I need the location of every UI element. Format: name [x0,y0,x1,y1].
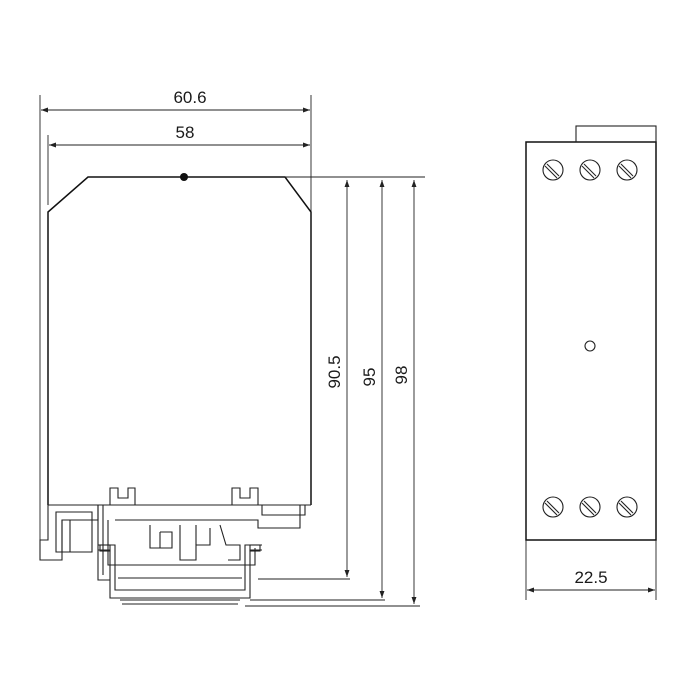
din-rail-clip-icon [39,487,311,605]
side-top-label-tab [575,125,657,143]
bottom-terminal-row [542,496,638,518]
screw-terminal-icon [579,159,601,181]
screw-terminal-icon [616,496,638,518]
dimension-label-height-mid: 95 [360,368,379,387]
side-view: 22.5 [525,125,657,600]
screw-terminal-icon [579,496,601,518]
dimension-label-body-width: 58 [176,123,195,142]
indicator-led-icon [180,173,188,181]
dimension-label-side-width: 22.5 [574,568,607,587]
front-view: 60.6 58 [39,88,425,607]
module-housing-outline [47,176,312,505]
dimension-label-height-body: 90.5 [325,355,344,388]
dimension-label-total-width: 60.6 [173,88,206,107]
dimension-label-height-total: 98 [392,366,411,385]
screw-terminal-icon [616,159,638,181]
indicator-led-icon [584,340,596,352]
screw-terminal-icon [542,496,564,518]
top-terminal-row [542,159,638,181]
screw-terminal-icon [542,159,564,181]
